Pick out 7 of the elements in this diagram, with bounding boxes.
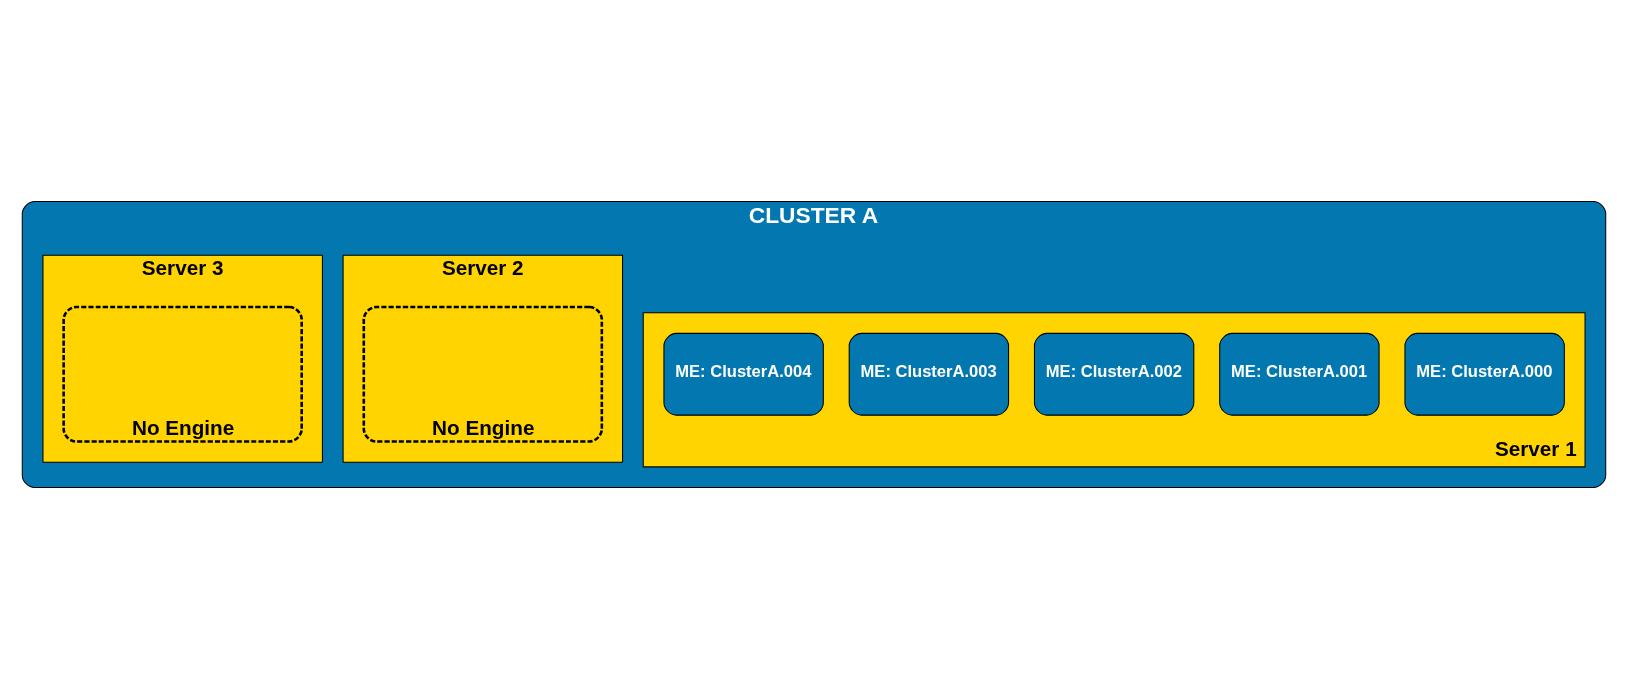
node-box: ME: ClusterA.001 <box>1219 332 1380 416</box>
node-box: No Engine <box>362 305 604 443</box>
node-box: No Engine <box>62 305 303 443</box>
node-box: ME: ClusterA.004 <box>663 332 824 416</box>
node-box: ME: ClusterA.000 <box>1404 332 1565 416</box>
node-box: ME: ClusterA.002 <box>1033 332 1195 416</box>
node-box: ME: ClusterA.003 <box>848 332 1010 416</box>
